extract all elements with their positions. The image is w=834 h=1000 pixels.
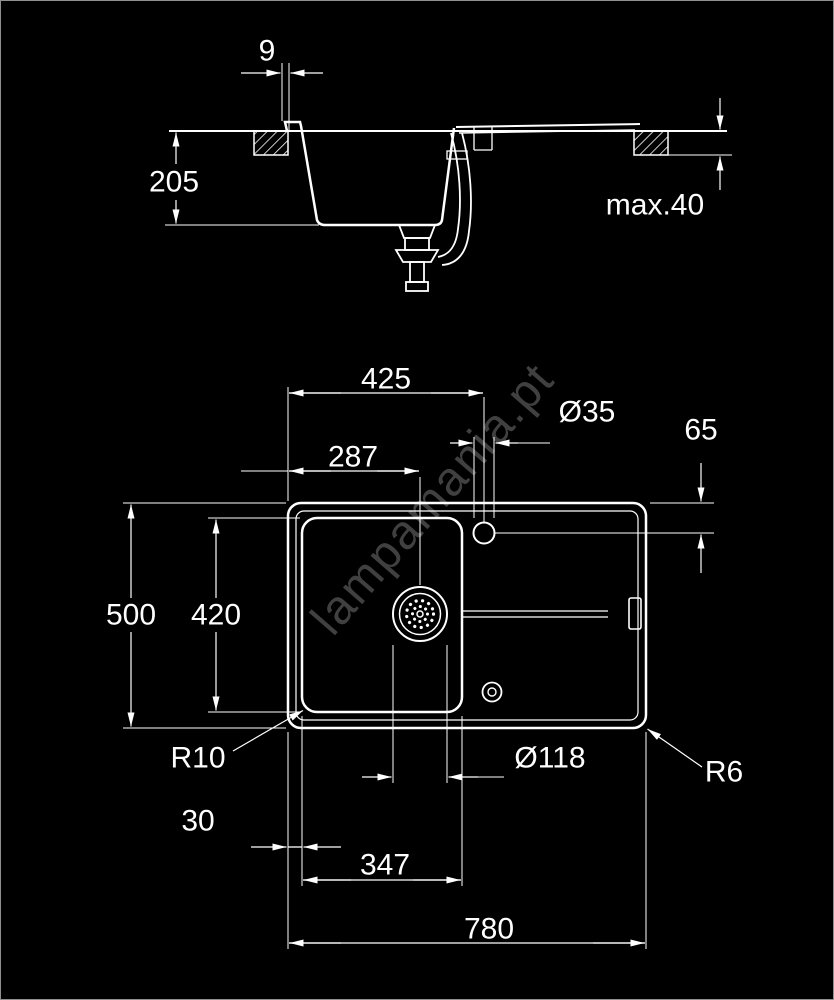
faucet-hole (472, 521, 496, 545)
drain-strainer (392, 586, 448, 642)
plan-view: 425 Ø35 65 287 (106, 363, 743, 949)
dimension-outer-corner-radius: R6 (647, 728, 743, 789)
overflow-hose (437, 132, 461, 258)
brand-plate (628, 597, 642, 630)
sink-outer-edge (286, 501, 648, 730)
dimension-rim-overhang: 9 (241, 35, 323, 131)
bowl-outline (300, 516, 464, 714)
sink-rim-inner-edge (295, 510, 639, 721)
dim-drain-diameter-label: Ø118 (514, 742, 585, 775)
drainboard-groove (463, 610, 608, 618)
dimension-faucet-hole-diameter: Ø35 (450, 396, 616, 518)
dimension-faucet-offset-y: 65 (495, 414, 718, 573)
worktop-right-hatch (633, 130, 669, 156)
worktop-left-hatch (253, 130, 289, 156)
faucet-hole-sleeve (473, 127, 493, 151)
dimension-bowl-length: 347 (303, 716, 463, 886)
watermark: lampamania.pt (301, 353, 565, 645)
dim-edge-to-bowl-label: 30 (181, 805, 214, 838)
dim-overall-width-label: 500 (106, 599, 156, 632)
dim-bowl-length-label: 347 (360, 849, 410, 882)
dim-faucet-offset-x-label: 425 (361, 363, 411, 396)
dimension-inner-corner-radius: R10 (170, 709, 304, 775)
dim-faucet-offset-y-label: 65 (684, 414, 717, 447)
dimension-bowl-depth: 205 (149, 132, 199, 224)
sink-section-outline (283, 120, 641, 266)
dim-drain-offset-x-label: 287 (328, 441, 378, 474)
section-view: 9 205 max.40 (149, 35, 732, 292)
dimension-faucet-offset-x: 425 (287, 363, 483, 501)
dim-inner-corner-radius-label: R10 (170, 742, 225, 775)
dim-overall-length-label: 780 (464, 913, 514, 946)
dim-faucet-hole-diameter-label: Ø35 (559, 396, 616, 429)
dim-bowl-width-label: 420 (191, 599, 241, 632)
dimension-worktop-thickness: max.40 (606, 98, 724, 222)
dimension-drain-diameter: Ø118 (362, 645, 586, 783)
dimension-bowl-width: 420 (191, 517, 300, 713)
dimension-overall-width: 500 (106, 502, 286, 729)
dimension-edge-to-bowl: 30 (181, 716, 341, 949)
watermark-text: lampamania.pt (301, 353, 565, 645)
dimension-drain-offset-x: 287 (241, 441, 421, 585)
waste-control-knob (481, 681, 503, 703)
dim-outer-corner-radius-label: R6 (705, 756, 743, 789)
dim-worktop-thickness-label: max.40 (606, 189, 704, 222)
dim-rim-overhang-label: 9 (259, 35, 276, 68)
drain-assembly-section (394, 224, 440, 292)
dim-bowl-depth-label: 205 (149, 166, 199, 199)
dimension-overall-length: 780 (289, 732, 647, 949)
hose-clamp (446, 150, 468, 160)
